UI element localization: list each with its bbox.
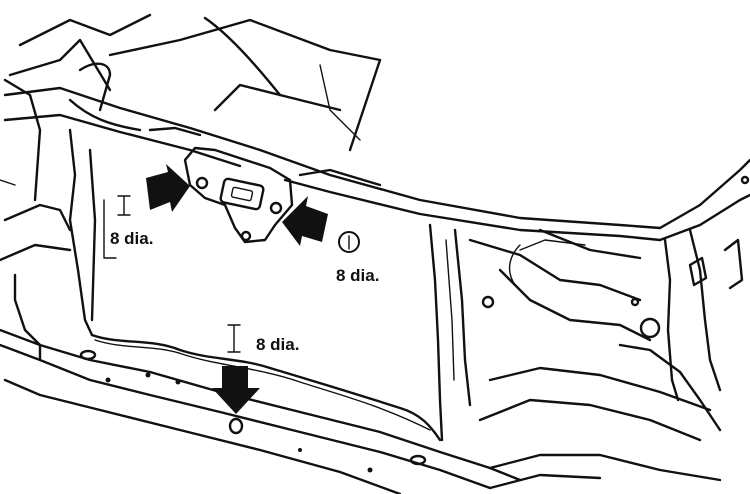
- right-side-support: [468, 158, 750, 442]
- upper-body-structure: [8, 13, 382, 152]
- arrow-bottom-center: [212, 366, 260, 414]
- radiator-panel: [90, 223, 472, 442]
- left-side-support: [0, 78, 97, 347]
- label-bottom-diameter: 8 dia.: [256, 335, 299, 354]
- label-right-diameter: 8 dia.: [336, 266, 379, 285]
- arrow-left-bracket: [146, 164, 190, 212]
- circle-marker-icon: [338, 231, 360, 253]
- upper-tie-bar: [3, 86, 662, 242]
- hood-latch-bracket: [183, 146, 294, 244]
- label-left-diameter: 8 dia.: [110, 229, 153, 248]
- dimension-ticks: [103, 195, 241, 353]
- arrow-right-bracket: [282, 196, 328, 246]
- lower-cross-member: [0, 328, 722, 494]
